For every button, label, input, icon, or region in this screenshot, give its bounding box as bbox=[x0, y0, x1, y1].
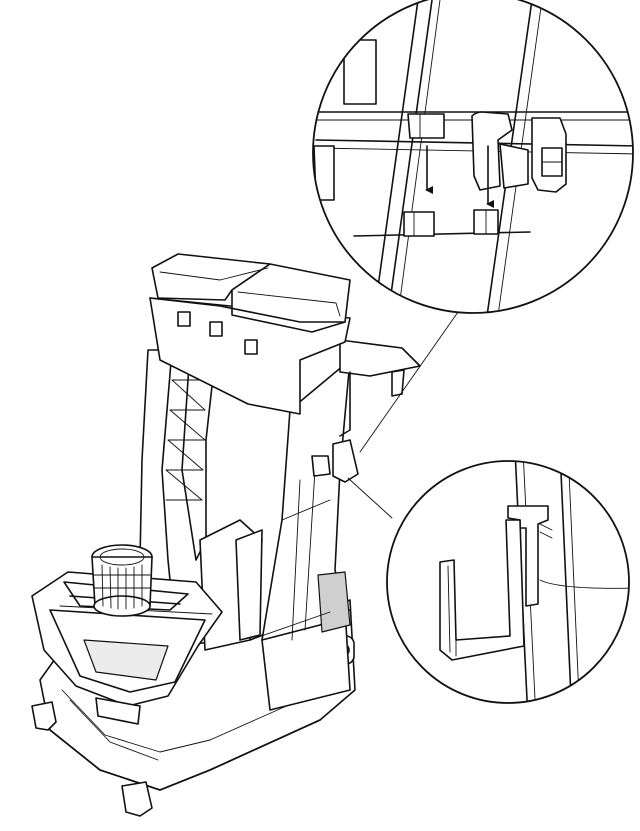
cart-top-bins bbox=[149, 253, 351, 415]
leader-line-top bbox=[359, 311, 459, 453]
detail-callout-top bbox=[312, 0, 634, 314]
cart-rear-pillar bbox=[261, 359, 351, 711]
mop-basket bbox=[91, 544, 153, 617]
detail-callout-bottom bbox=[386, 460, 630, 704]
cart-illustration bbox=[31, 253, 459, 817]
side-bracket bbox=[311, 339, 421, 483]
leader-line-bottom bbox=[347, 477, 393, 519]
